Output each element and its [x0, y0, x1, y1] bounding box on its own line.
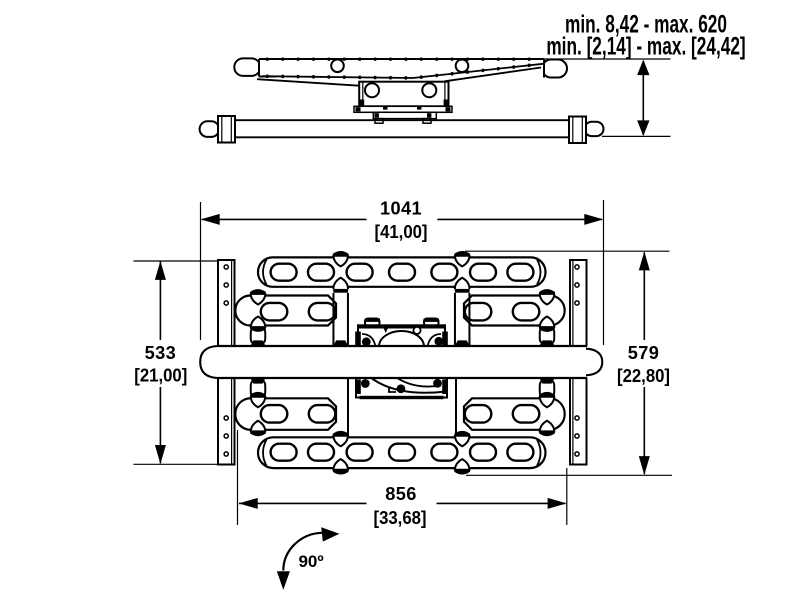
svg-text:min. [2,14] - max. [24,42]: min. [2,14] - max. [24,42]	[546, 32, 745, 60]
svg-text:856: 856	[385, 484, 417, 504]
svg-text:min. 8,42 - max. 620: min. 8,42 - max. 620	[565, 10, 727, 38]
svg-text:[33,68]: [33,68]	[373, 507, 426, 528]
svg-text:[22,80]: [22,80]	[617, 365, 670, 386]
svg-text:579: 579	[628, 343, 660, 363]
svg-text:[41,00]: [41,00]	[374, 221, 427, 242]
svg-text:90º: 90º	[298, 552, 323, 571]
svg-text:533: 533	[145, 343, 177, 363]
svg-text:[21,00]: [21,00]	[134, 365, 187, 386]
svg-text:1041: 1041	[380, 199, 422, 219]
